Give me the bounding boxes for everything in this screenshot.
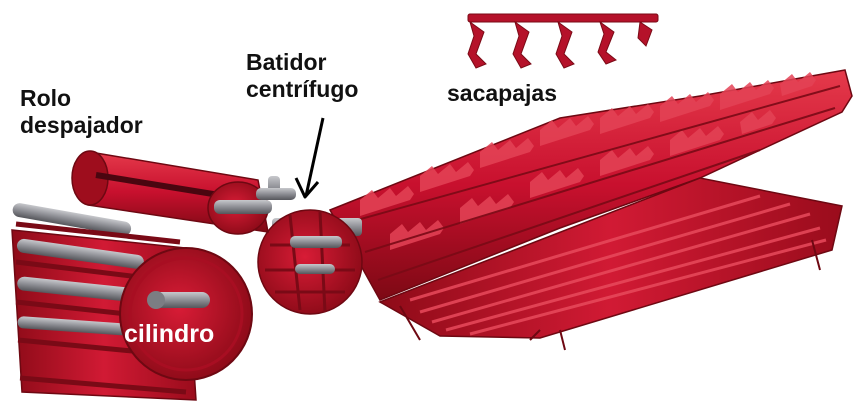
label-rolo-line1: Rolo <box>20 85 143 112</box>
straw-walker-rakes <box>468 14 658 68</box>
label-batidor-line1: Batidor <box>246 49 358 76</box>
label-batidor-centrifugo: Batidor centrífugo <box>246 49 358 103</box>
label-batidor-line2: centrífugo <box>246 76 358 103</box>
beater-pointer-arrow <box>296 118 323 197</box>
label-sacapajas: sacapajas <box>447 80 557 107</box>
label-rolo-line2: despajador <box>20 112 143 139</box>
label-rolo-despajador: Rolo despajador <box>20 85 143 139</box>
label-cilindro: cilindro <box>124 321 214 348</box>
threshing-cylinder <box>12 202 252 400</box>
